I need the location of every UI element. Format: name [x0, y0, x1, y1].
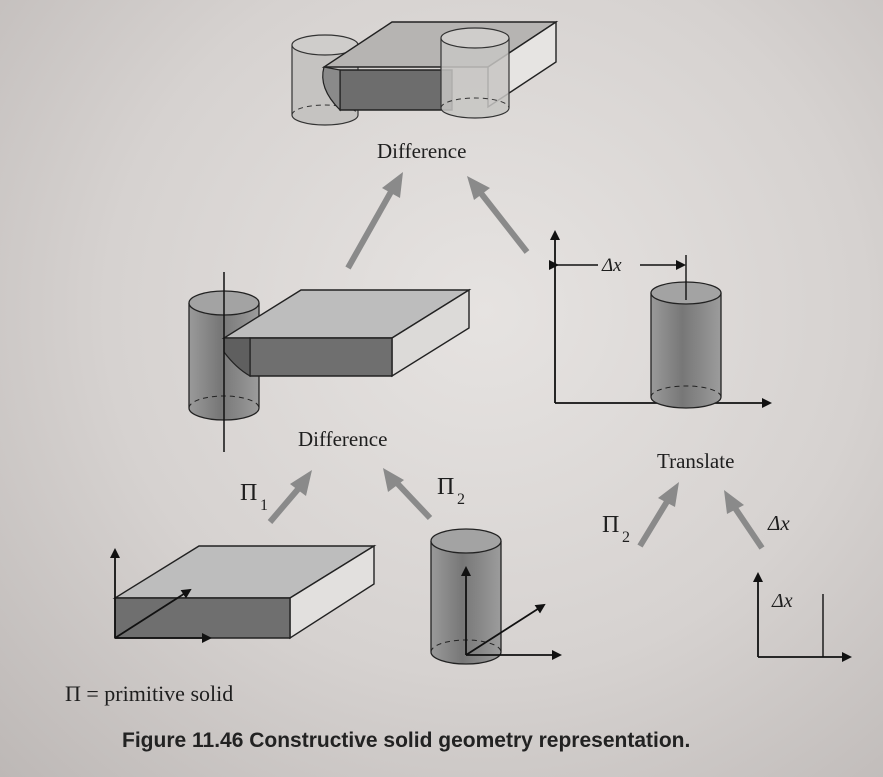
primitive-cylinder [430, 528, 562, 665]
arrows-to-top-difference [345, 172, 530, 270]
difference-top-label: Difference [377, 139, 466, 163]
arrows-to-mid-difference [267, 468, 433, 524]
pi2-subscript: 2 [457, 491, 465, 508]
pi1-label: Π [240, 480, 257, 506]
dx-vector-axes [753, 572, 852, 662]
difference-mid-label: Difference [298, 427, 387, 451]
pi2-label: Π [437, 474, 454, 500]
primitive-block [110, 544, 377, 643]
arrows-to-translate [637, 482, 765, 550]
dx-corner-label: Δx [771, 590, 793, 612]
pi2b-label: Π [602, 512, 619, 538]
block-cylinder-union [188, 272, 472, 452]
figure-caption: Figure 11.46 Constructive solid geometry… [122, 729, 691, 752]
dx-arrow-label: Δx [767, 511, 790, 535]
translate-label: Translate [657, 449, 734, 473]
legend-text: Π = primitive solid [65, 681, 233, 706]
result-solid [291, 20, 559, 126]
pi1-subscript: 1 [260, 497, 268, 514]
dx-top-label: Δx [601, 255, 622, 276]
translated-cylinder [549, 230, 772, 409]
pi2b-subscript: 2 [622, 529, 630, 546]
